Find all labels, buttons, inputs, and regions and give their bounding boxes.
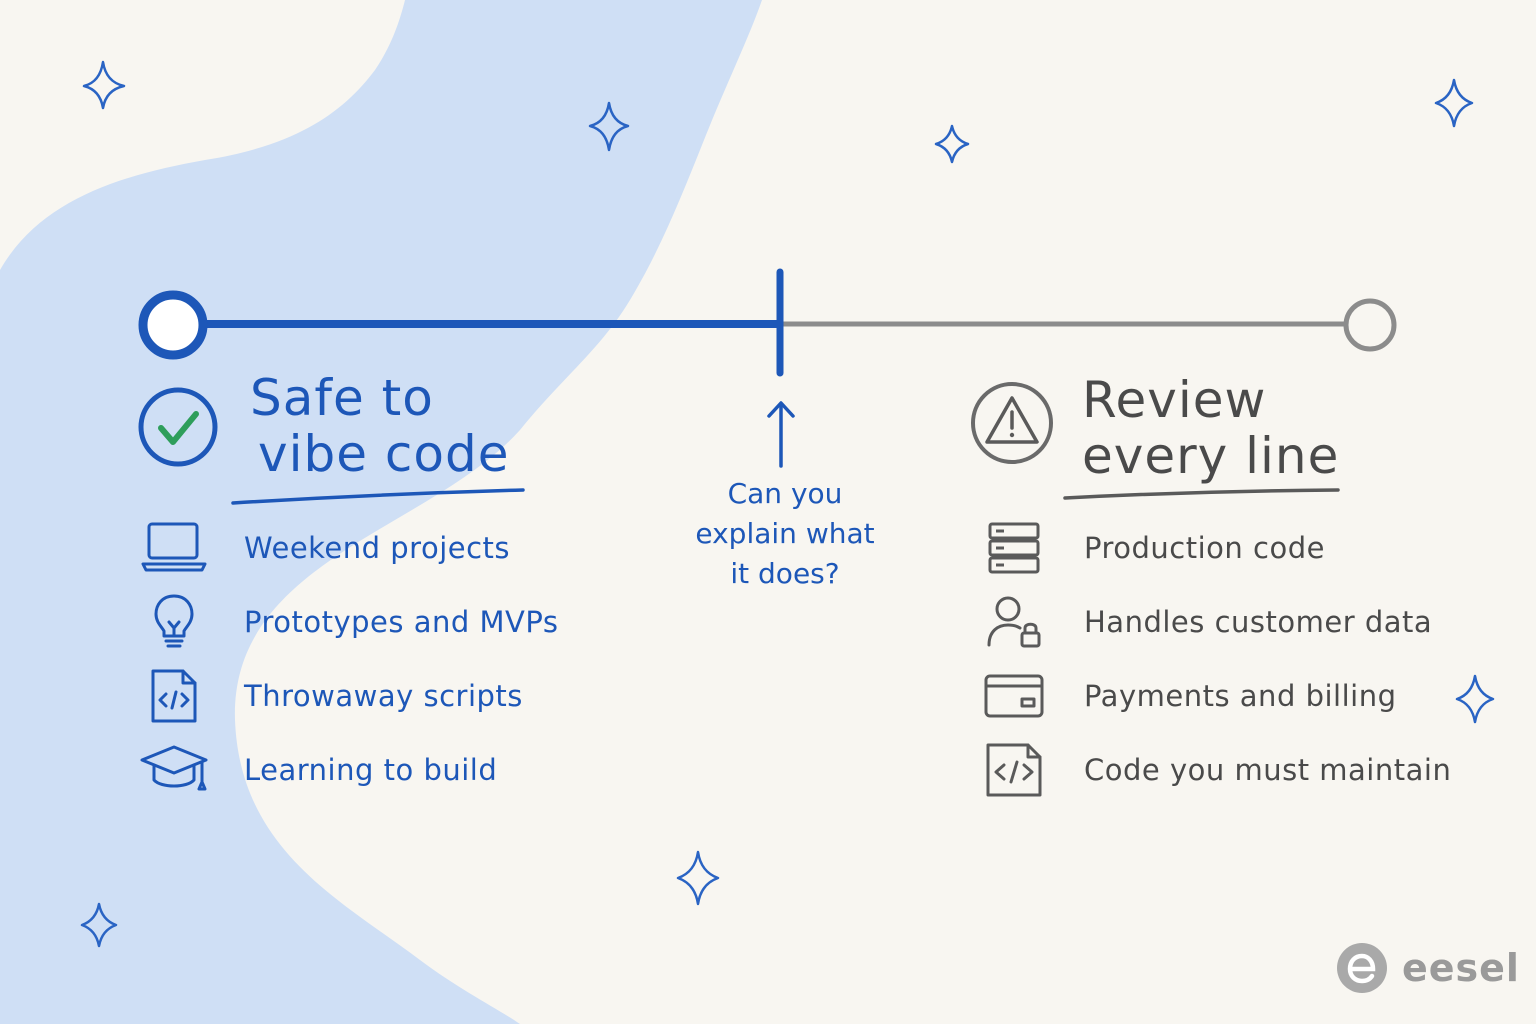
list-item-label: Weekend projects (244, 531, 511, 565)
sparkle-icon (934, 124, 970, 164)
divider-question: Can you explain what it does? (660, 474, 910, 594)
start-node (138, 290, 208, 360)
laptop-icon (138, 518, 210, 578)
code-file-icon (138, 666, 210, 726)
list-item: Payments and billing (978, 666, 1397, 726)
list-item-label: Learning to build (244, 753, 498, 787)
review-title: Review every line (1082, 372, 1339, 484)
credit-card-icon (978, 666, 1050, 726)
question-line3: it does? (730, 557, 840, 590)
server-icon (978, 518, 1050, 578)
list-item-label: Prototypes and MVPs (244, 605, 559, 639)
list-item: Throwaway scripts (138, 666, 523, 726)
list-item: Handles customer data (978, 592, 1432, 652)
safe-title-line2: vibe code (258, 425, 510, 483)
list-item: Production code (978, 518, 1325, 578)
question-line2: explain what (695, 517, 875, 550)
eesel-logo-icon (1337, 943, 1387, 993)
list-item: Code you must maintain (978, 740, 1451, 800)
list-item-label: Handles customer data (1084, 605, 1433, 639)
review-title-line2: every line (1082, 427, 1340, 485)
sparkle-icon (1434, 78, 1474, 128)
end-node (1343, 298, 1397, 352)
safe-title-line1: Safe to (250, 369, 434, 427)
graduation-cap-icon (138, 740, 210, 800)
left-title-underline (231, 488, 525, 505)
sparkle-icon (1455, 674, 1495, 724)
sparkle-icon (80, 902, 118, 948)
sparkle-icon (676, 850, 720, 906)
check-circle-icon (138, 387, 218, 467)
safe-title: Safe to vibe code (250, 370, 509, 482)
brand-logo: eesel (1336, 942, 1520, 994)
list-item: Learning to build (138, 740, 497, 800)
question-line1: Can you (727, 477, 843, 510)
brand-name: eesel (1402, 946, 1520, 990)
sparkle-icon (82, 60, 126, 110)
list-item: Prototypes and MVPs (138, 592, 558, 652)
lightbulb-icon (138, 592, 210, 652)
blue-blob (0, 0, 762, 1024)
warning-icon (971, 382, 1053, 464)
list-item-label: Production code (1084, 531, 1325, 565)
user-lock-icon (978, 592, 1050, 652)
list-item-label: Throwaway scripts (244, 679, 523, 713)
code-file-icon (978, 740, 1050, 800)
sparkle-icon (588, 101, 630, 152)
review-title-line1: Review (1082, 371, 1267, 429)
list-item-label: Payments and billing (1084, 679, 1397, 713)
right-title-underline (1063, 488, 1340, 500)
list-item: Weekend projects (138, 518, 510, 578)
up-arrow-icon (767, 401, 795, 468)
list-item-label: Code you must maintain (1084, 753, 1452, 787)
